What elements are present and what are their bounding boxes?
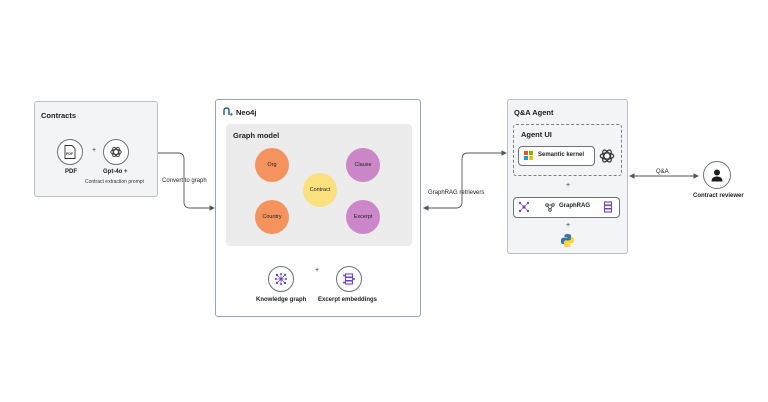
kg-label: Knowledge graph [256, 297, 307, 303]
agent-plus-1: + [566, 182, 571, 189]
node-org: Org [255, 148, 289, 182]
neo4j-plus: + [315, 267, 320, 274]
edge-qa-label: Q&A [656, 169, 669, 175]
openai-icon [103, 139, 129, 165]
agent-plus-2: + [566, 222, 571, 229]
pdf-icon: PDF [57, 139, 83, 165]
contracts-plus: + [92, 147, 97, 154]
contracts-panel: Contracts PDF PDF + Gpt-4o + Contract ex… [34, 101, 158, 197]
graphrag-pill [513, 197, 620, 218]
agent-ui-title: Agent UI [521, 130, 552, 139]
python-icon [560, 233, 575, 248]
microsoft-logo-icon [524, 151, 533, 160]
edge-retrievers-label: GraphRAG retrievers [428, 190, 485, 196]
kg-small-icon [518, 201, 530, 213]
embeddings-small-icon [603, 201, 613, 213]
contracts-title: Contracts [41, 111, 77, 120]
embeddings-icon [336, 266, 362, 292]
reviewer-avatar-icon [703, 161, 731, 189]
gpt-label: Gpt-4o + [103, 169, 128, 175]
emb-label: Excerpt embeddings [318, 297, 378, 303]
pdf-label: PDF [65, 169, 77, 175]
gpt-sublabel: Contract extraction prompt [85, 179, 144, 185]
knowledge-graph-icon [268, 266, 294, 292]
node-country: Country [255, 200, 289, 234]
graphrag-icon [545, 203, 555, 212]
semantic-kernel-pill [518, 146, 595, 166]
graph-model-title: Graph model [233, 131, 280, 140]
neo4j-title: Neo4j [236, 108, 257, 117]
node-contract: Contract [303, 173, 337, 207]
graphrag-label: GraphRAG [559, 203, 591, 209]
edge-convert-label: Convert to graph [162, 178, 207, 184]
neo4j-panel: Neo4j Graph model Knowledge graph Excerp… [215, 99, 421, 317]
node-excerpt: Excerpt [346, 200, 380, 234]
reviewer-label: Contract reviewer [693, 193, 744, 199]
semantic-kernel-label: Semantic kernel [538, 152, 585, 158]
pdf-icon-text: PDF [66, 152, 74, 156]
edge-retrievers [423, 150, 507, 211]
openai-agent-icon [599, 149, 615, 163]
node-clause: Clause [346, 148, 380, 182]
neo4j-logo-icon [223, 107, 233, 116]
agent-panel: Q&A Agent [507, 99, 628, 254]
agent-title: Q&A Agent [514, 108, 554, 117]
